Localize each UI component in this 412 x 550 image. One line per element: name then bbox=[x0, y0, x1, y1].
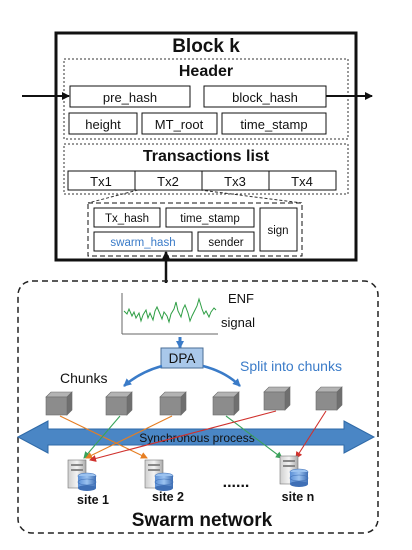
site-1-server-icon bbox=[67, 459, 97, 491]
time-stamp-label: time_stamp bbox=[240, 117, 307, 132]
chunk-cube-4 bbox=[212, 391, 240, 416]
split-arrow-right bbox=[202, 364, 241, 387]
dist-line-red-1 bbox=[89, 410, 277, 462]
tx4-cell bbox=[268, 170, 337, 191]
swarm-hash-field bbox=[93, 231, 193, 252]
sync-process-band bbox=[16, 420, 376, 454]
dist-line-green-1 bbox=[83, 415, 121, 459]
sign-field bbox=[259, 207, 298, 252]
split-arrow-left bbox=[123, 364, 163, 387]
chunk-cube-2 bbox=[105, 391, 133, 416]
chunk-cube-5 bbox=[263, 386, 291, 411]
tx2-callout-right bbox=[199, 189, 303, 204]
tx1-label: Tx1 bbox=[90, 174, 112, 189]
sender-label: sender bbox=[208, 237, 243, 249]
dpa-box bbox=[160, 347, 204, 369]
sender-field bbox=[197, 231, 255, 252]
tx-time-stamp-label: time_stamp bbox=[180, 213, 239, 225]
site-n-label: site n bbox=[282, 490, 315, 504]
ellipsis-label: ...... bbox=[223, 474, 250, 491]
chunk-cube-3 bbox=[159, 391, 187, 416]
mt-root-label: MT_root bbox=[155, 117, 204, 132]
site-2-server-icon bbox=[144, 459, 174, 491]
split-label: Split into chunks bbox=[240, 358, 342, 374]
tx-hash-label: Tx_hash bbox=[105, 213, 149, 225]
site-1-label: site 1 bbox=[77, 493, 109, 507]
swarm-hash-label: swarm_hash bbox=[110, 237, 175, 249]
tx-hash-field bbox=[93, 207, 161, 228]
transactions-section bbox=[63, 143, 349, 195]
pre-hash-label: pre_hash bbox=[103, 90, 157, 105]
sync-label: Synchronous process bbox=[139, 431, 254, 445]
swarm-network-box bbox=[17, 280, 379, 534]
enf-label-line1: ENF bbox=[228, 291, 254, 306]
dist-line-orange-1 bbox=[59, 415, 148, 459]
site-n-server-icon bbox=[279, 455, 309, 487]
tx4-label: Tx4 bbox=[291, 174, 313, 189]
height-field bbox=[68, 112, 138, 135]
tx2-label: Tx2 bbox=[157, 174, 179, 189]
swarm-network-label: Swarm network bbox=[132, 510, 273, 531]
block-title: Block k bbox=[172, 36, 240, 57]
enf-label-line2: signal bbox=[221, 315, 255, 330]
site-2-label: site 2 bbox=[152, 490, 184, 504]
mt-root-field bbox=[141, 112, 218, 135]
dist-line-red-2 bbox=[295, 410, 327, 459]
chunk-cube-6 bbox=[315, 386, 343, 411]
enf-signal-waveform bbox=[121, 293, 218, 335]
transactions-label: Transactions list bbox=[143, 148, 270, 165]
sign-label: sign bbox=[267, 225, 288, 237]
tx2-callout-left bbox=[87, 189, 139, 204]
height-label: height bbox=[85, 117, 121, 132]
dpa-label: DPA bbox=[169, 351, 196, 366]
time-stamp-field bbox=[221, 112, 327, 135]
dist-line-green-2 bbox=[225, 415, 283, 459]
chunks-label: Chunks bbox=[60, 370, 107, 386]
tx3-label: Tx3 bbox=[224, 174, 246, 189]
dist-line-orange-2 bbox=[85, 415, 173, 459]
header-label: Header bbox=[179, 63, 233, 80]
tx-time-stamp-field bbox=[165, 207, 255, 228]
chunk-cube-1 bbox=[45, 391, 73, 416]
pre-hash-field bbox=[69, 85, 191, 108]
block-hash-label: block_hash bbox=[232, 90, 298, 105]
